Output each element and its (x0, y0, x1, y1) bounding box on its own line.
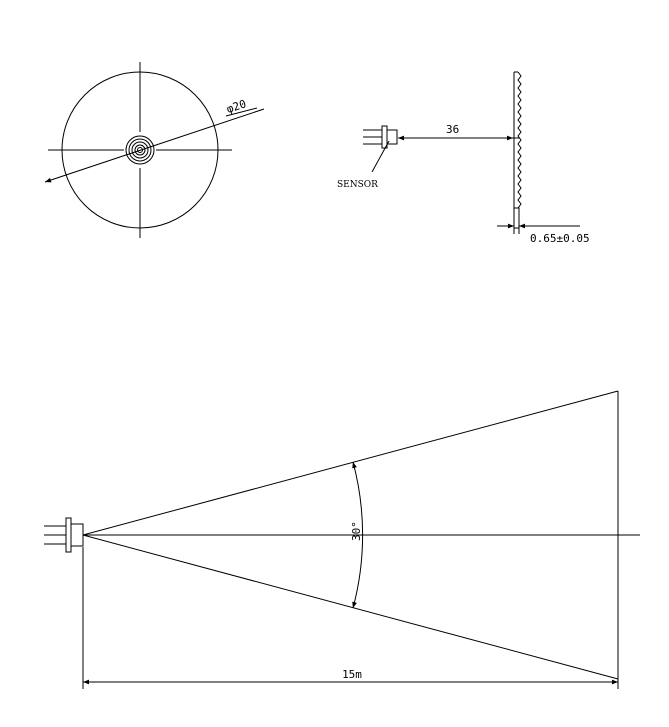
diameter-leader-underline (225, 107, 258, 117)
lens-front-view: φ20 (44, 62, 265, 238)
sensor-label: SENSOR (337, 180, 378, 190)
lens-flange (513, 207, 520, 229)
range-label: 15m (342, 668, 362, 681)
distance-label: 36 (446, 123, 459, 136)
diameter-label: φ20 (225, 97, 248, 116)
fov-lower-edge (82, 534, 619, 680)
angle-label: 30° (350, 521, 363, 541)
thickness-label: 0.65±0.05 (530, 232, 590, 245)
diameter-dimension-line (44, 108, 265, 183)
fresnel-lens-profile (513, 71, 522, 229)
fov-upper-edge (82, 390, 619, 536)
sensor-icon (363, 125, 398, 149)
sensor-icon (44, 517, 84, 553)
sensor-leader-line (371, 140, 390, 173)
side-view: SENSOR 36 0.65±0.05 (337, 71, 590, 245)
angle-arc (352, 461, 364, 609)
field-of-view-diagram: 30° 15m (44, 390, 640, 689)
